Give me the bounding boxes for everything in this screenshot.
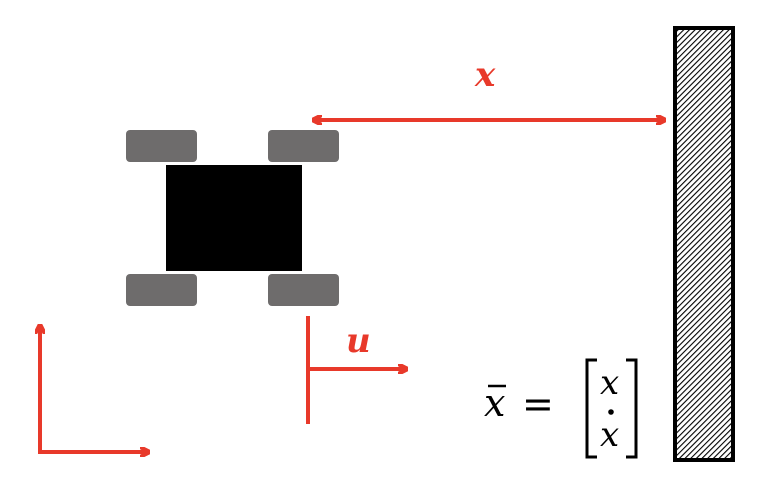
state-top-entry: x — [600, 363, 619, 403]
wall — [673, 26, 735, 462]
state-equation: x = x x — [484, 358, 638, 459]
wheel-front-right — [268, 130, 339, 162]
input-label: u — [346, 321, 371, 361]
state-bottom-dot — [608, 409, 614, 415]
state-bottom-entry: x — [600, 415, 619, 455]
wheel-rear-left — [126, 274, 197, 306]
wheel-rear-right — [268, 274, 339, 306]
bracket-left — [585, 358, 597, 459]
equals-sign: = — [522, 382, 554, 426]
wheel-front-left — [126, 130, 197, 162]
bracket-right — [626, 358, 638, 459]
state-variable: x — [484, 381, 505, 425]
robot-body — [166, 165, 302, 271]
distance-label: x — [474, 55, 496, 95]
